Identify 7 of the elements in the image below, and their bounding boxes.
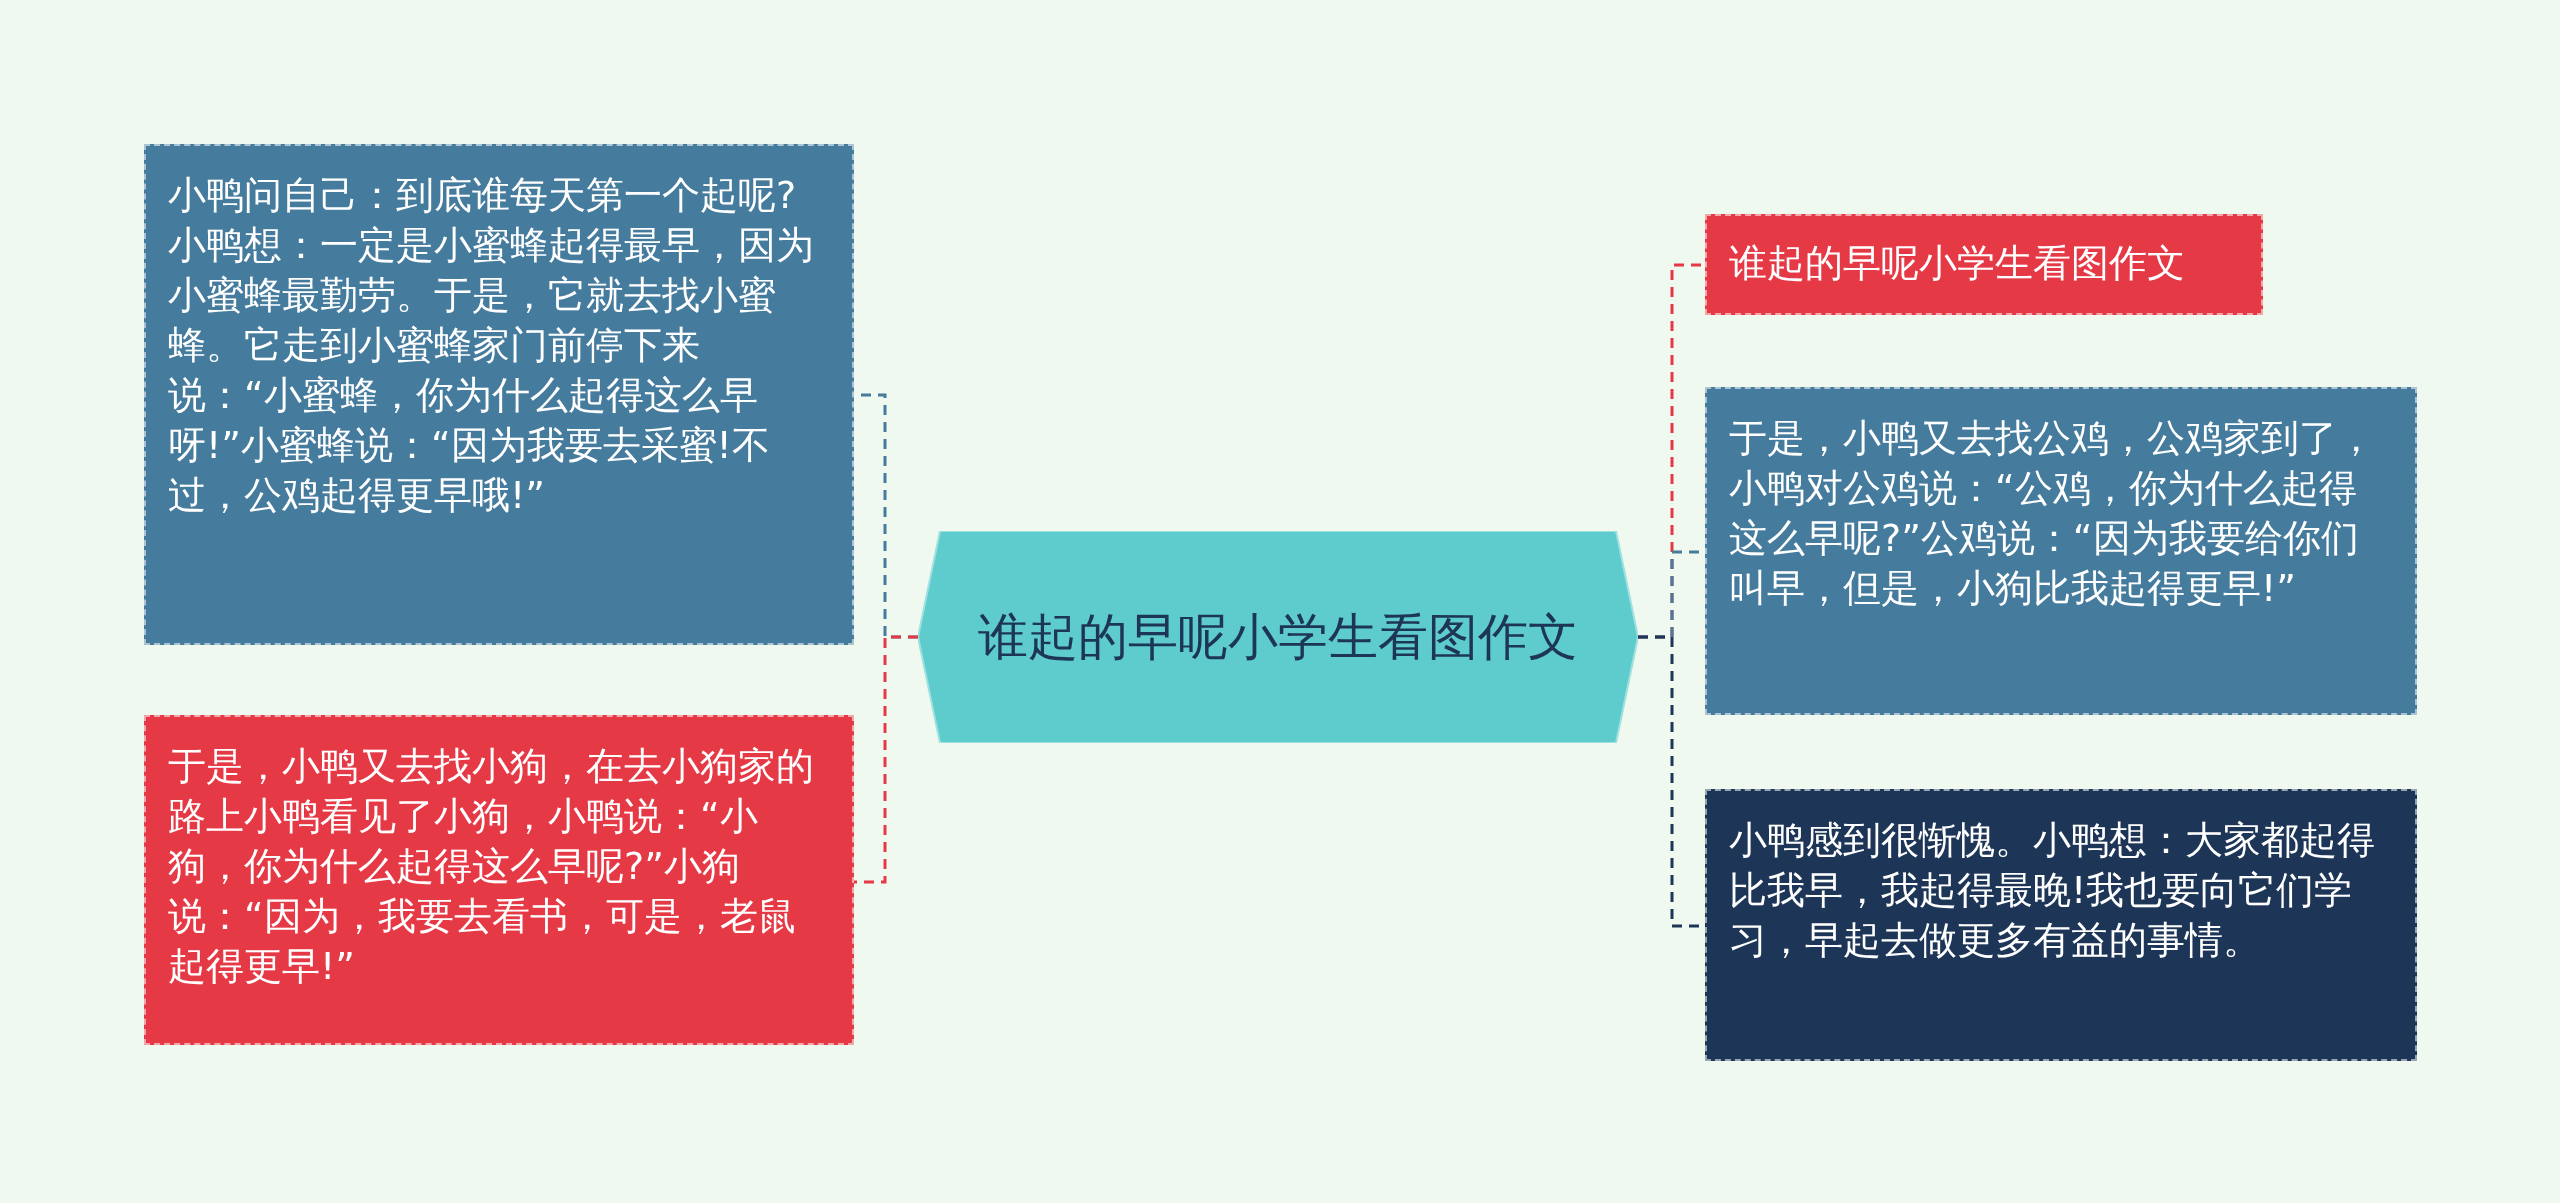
text-box: 于是，小鸭又去找小狗，在去小狗家的路上小鸭看见了小狗，小鸭说：“小狗，你为什么起得这么早呢?”小狗说：“因为，我要去看书，可是，老鼠起得更早!” bbox=[144, 715, 854, 1045]
text-box: 小鸭问自己：到底谁每天第一个起呢?小鸭想：一定是小蜜蜂起得最早，因为小蜜蜂最勤劳。于是，它就去找小蜜蜂。它走到小蜜蜂家门前停下来说：“小蜜蜂，你为什么起得这么早呀!”小蜜蜂说：“因为我要去采蜜!不过，公鸡起得更早哦!” bbox=[144, 144, 854, 645]
text-box: 谁起的早呢小学生看图作文 bbox=[1705, 214, 2263, 315]
text-box: 小鸭感到很惭愧。小鸭想：大家都起得比我早，我起得最晚!我也要向它们学习，早起去做更多有益的事情。 bbox=[1705, 789, 2417, 1061]
connector-line bbox=[854, 635, 918, 884]
text-box: 于是，小鸭又去找公鸡，公鸡家到了，小鸭对公鸡说：“公鸡，你为什么起得这么早呢?”公鸡说：“因为我要给你们叫早，但是，小狗比我起得更早!” bbox=[1705, 387, 2417, 715]
topic-hexagon: 谁起的早呢小学生看图作文 bbox=[918, 531, 1638, 743]
